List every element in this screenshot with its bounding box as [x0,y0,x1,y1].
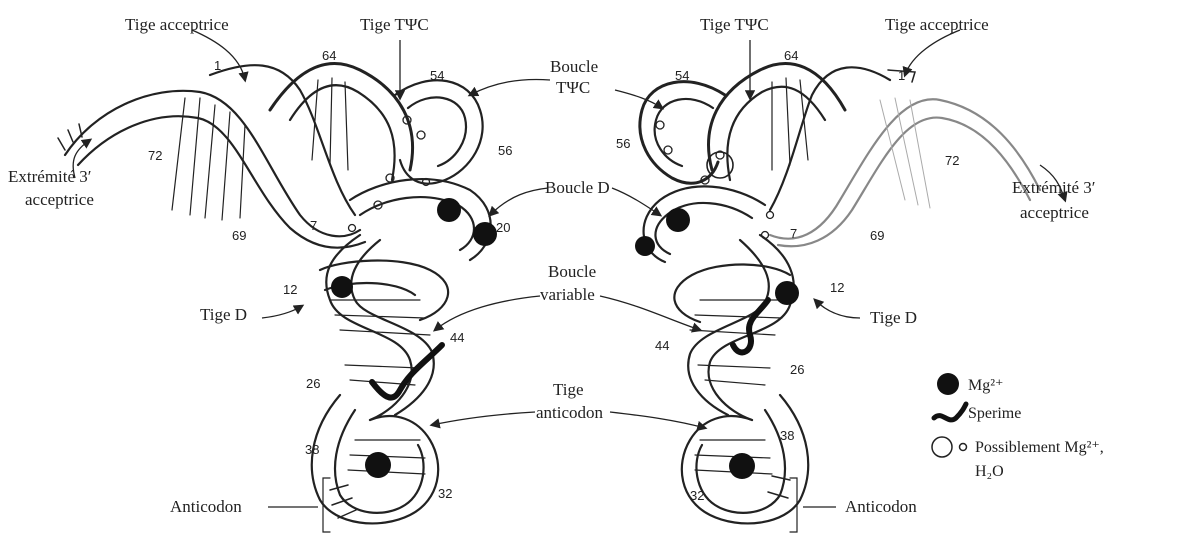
left-label-tige-acceptrice: Tige acceptrice [125,15,229,34]
left-trna-molecule [58,63,491,532]
mg-ion [365,452,391,478]
label-boucle-variable-line2: variable [540,285,595,304]
right-label-tige-acceptrice: Tige acceptrice [885,15,989,34]
right-num-69: 69 [870,228,884,243]
left-label-anticodon: Anticodon [170,497,242,516]
label-tige-anticodon-line2: anticodon [536,403,604,422]
right-trna-molecule [640,63,1040,532]
legend: Mg²⁺ Sperime Possiblement Mg²⁺, H₂O [932,373,1104,480]
left-num-72: 72 [148,148,162,163]
left-label-tige-d: Tige D [200,305,247,324]
right-label-tige-d: Tige D [870,308,917,327]
right-num-64: 64 [784,48,798,63]
label-tige-anticodon-line1: Tige [553,380,584,399]
right-num-38: 38 [780,428,794,443]
right-num-54: 54 [675,68,689,83]
right-num-72: 72 [945,153,959,168]
legend-mg-symbol [937,373,959,395]
left-num-64: 64 [322,48,336,63]
right-num-44: 44 [655,338,669,353]
mg-ion [666,208,690,232]
legend-mg-label: Mg²⁺ [968,377,1003,394]
right-label-extremite-line2: acceptrice [1020,203,1089,222]
legend-spermine-symbol [934,404,966,420]
left-num-38: 38 [305,442,319,457]
legend-possible-small-symbol [960,444,967,451]
right-label-tige-tpc: Tige TΨC [700,15,769,34]
right-num-7: 7 [790,226,797,241]
legend-possible-label-line2: H₂O [975,463,1004,480]
left-num-44: 44 [450,330,464,345]
label-boucle-variable-line1: Boucle [548,262,596,281]
mg-ion [775,281,799,305]
left-num-69: 69 [232,228,246,243]
left-num-26: 26 [306,376,320,391]
left-num-12: 12 [283,282,297,297]
right-spermine [733,300,768,352]
right-num-32: 32 [690,488,704,503]
label-boucle-d: Boucle D [545,178,610,197]
mg-ion [473,222,497,246]
left-num-56: 56 [498,143,512,158]
legend-spermine-label: Sperime [968,405,1021,422]
left-num-20: 20 [496,220,510,235]
left-label-extremite-line2: acceptrice [25,190,94,209]
left-num-1: 1 [214,58,221,73]
mg-ion [729,453,755,479]
left-num-7: 7 [310,218,317,233]
legend-possible-large-symbol [932,437,952,457]
left-num-54: 54 [430,68,444,83]
mg-ion [331,276,353,298]
right-num-26: 26 [790,362,804,377]
right-label-extremite-line1: Extrémité 3′ [1012,178,1096,197]
left-label-extremite-line1: Extrémité 3′ [8,167,92,186]
right-num-1: 1 [898,68,905,83]
left-label-tige-tpc: Tige TΨC [360,15,429,34]
right-num-56: 56 [616,136,630,151]
left-num-32: 32 [438,486,452,501]
label-boucle-tpc-line1: Boucle [550,57,598,76]
mg-ion [437,198,461,222]
right-label-anticodon: Anticodon [845,497,917,516]
label-boucle-tpc-line2: TΨC [556,78,590,97]
mg-ion [635,236,655,256]
legend-possible-label-line1: Possiblement Mg²⁺, [975,439,1104,456]
right-num-12: 12 [830,280,844,295]
